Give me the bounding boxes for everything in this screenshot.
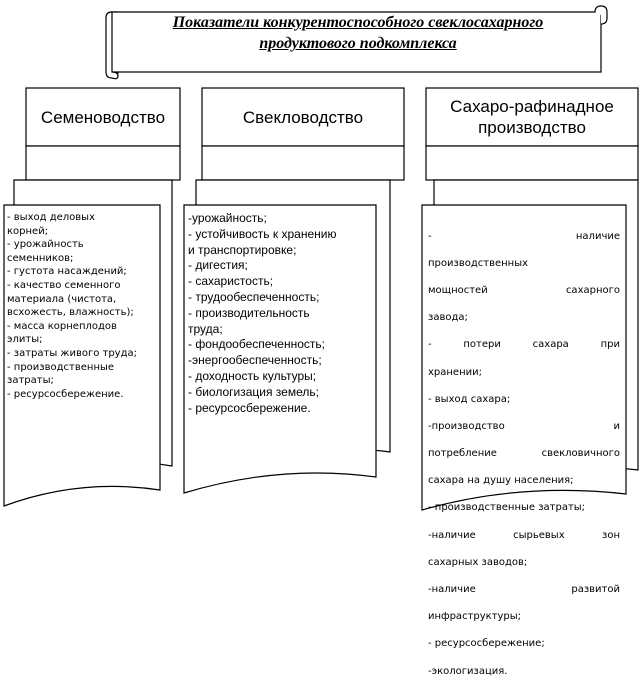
column-3-header-line-1: Сахаро-рафинадное	[450, 97, 614, 116]
column-3-line: потребление свекловичного	[428, 448, 620, 460]
title-banner	[105, 5, 608, 80]
column-3-shapes	[421, 87, 639, 511]
title-line-2: продуктового подкомплекса	[259, 35, 457, 52]
column-3-header-line-2: производство	[478, 118, 586, 137]
column-1-indicators: - выход деловых корней; - урожайность се…	[7, 212, 138, 400]
column-2-shapes	[183, 87, 405, 494]
column-2-header: Свекловодство	[202, 88, 404, 146]
column-1-shapes	[3, 87, 181, 507]
column-3-line: - потери сахара при	[428, 339, 620, 351]
column-2-indicators: -урожайность; - устойчивость к хранению …	[188, 211, 337, 415]
column-3-line: - наличие	[428, 230, 620, 242]
column-3-line: мощностей сахарного	[428, 284, 620, 296]
column-3-indicators: - наличие производственных мощностей сах…	[428, 216, 620, 692]
diagram-shapes	[3, 5, 639, 511]
column-3-line: производственных	[428, 257, 529, 269]
column-1-header-label: Семеноводство	[40, 107, 166, 127]
column-3-line: сахара на душу населения;	[428, 475, 574, 487]
column-3-line: - ресурсосбережение;	[428, 638, 545, 650]
title-line-1: Показатели конкурентоспособного свеклоса…	[172, 14, 544, 31]
column-3-line: завода;	[428, 312, 468, 324]
column-3-line: - выход сахара;	[428, 393, 511, 405]
column-3-line: хранении;	[428, 366, 482, 378]
column-3-line: -наличие сырьевых зон	[428, 529, 620, 541]
column-1-header: Семеноводство	[26, 88, 180, 146]
diagram-title: Показатели конкурентоспособного свеклоса…	[128, 12, 588, 54]
column-3-line: - производственные затраты;	[428, 502, 586, 514]
column-3-line: -экологизация.	[428, 665, 508, 677]
column-3-line: инфраструктуры;	[428, 611, 522, 623]
column-3-header: Сахаро-рафинадное производство	[426, 88, 638, 146]
column-3-line: сахарных заводов;	[428, 556, 528, 568]
column-3-line: -производство и	[428, 420, 620, 432]
column-3-line: -наличие развитой	[428, 584, 620, 596]
column-2-header-label: Свекловодство	[242, 107, 364, 127]
